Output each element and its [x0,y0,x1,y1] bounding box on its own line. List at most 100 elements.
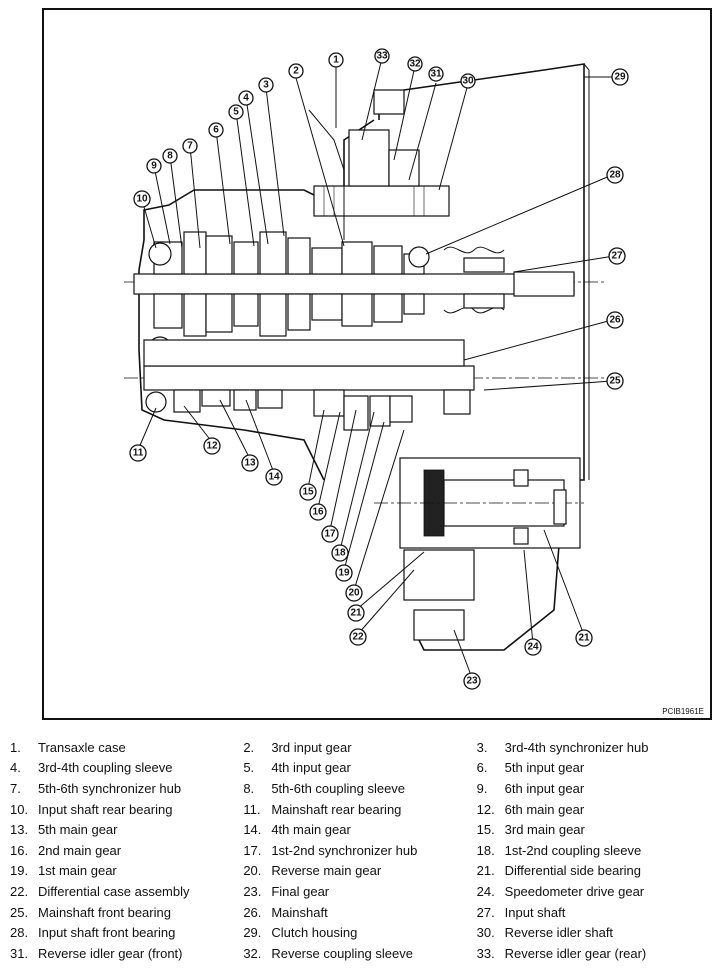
legend-item-label: Reverse idler shaft [504,925,614,941]
svg-text:16: 16 [312,507,324,518]
svg-text:7: 7 [187,141,193,152]
callout-16: 16 [309,503,327,521]
legend-item-number: 22. [10,883,29,899]
legend-item-number: 10. [10,801,29,817]
svg-text:17: 17 [324,529,336,540]
callout-25: 25 [606,372,624,390]
callout-15: 15 [299,483,317,501]
legend-item-number: 19. [10,863,29,879]
legend-item: 20. Reverse main gear [243,863,476,878]
legend-item-number: 18. [476,842,495,858]
svg-text:4: 4 [243,93,249,104]
legend-item: 22.Differential case assembly [10,884,243,899]
callout-8: 8 [162,148,178,164]
legend-item-label: Speedometer drive gear [504,883,645,899]
callout-9: 9 [146,158,162,174]
svg-text:32: 32 [409,59,421,70]
callout-19: 19 [335,564,353,582]
callout-21-left: 21 [347,604,365,622]
svg-text:29: 29 [614,72,626,83]
legend-item-number: 30. [476,925,495,941]
legend-item: 18.1st-2nd coupling sleeve [477,843,710,858]
legend-item: 21.Differential side bearing [477,863,710,878]
legend-item-label: 5th-6th coupling sleeve [271,780,406,796]
svg-text:20: 20 [348,588,360,599]
legend-item: 27.Input shaft [477,905,710,920]
svg-text:6: 6 [213,125,219,136]
callout-21-right: 21 [575,629,593,647]
legend-item-number: 24. [476,883,495,899]
callout-3: 3 [258,77,274,93]
legend-item: 31.Reverse idler gear (front) [10,946,243,961]
svg-text:8: 8 [167,151,173,162]
callout-28: 28 [606,166,624,184]
legend-item-number: 32. [243,945,262,961]
svg-text:23: 23 [466,676,478,687]
legend-item-number: 7. [10,780,21,796]
legend-item-label: 3rd-4th synchronizer hub [504,739,649,755]
legend-item-label: 4th input gear [271,760,351,776]
legend-item: 7.5th-6th synchronizer hub [10,781,243,796]
legend-item-number: 29. [243,925,262,941]
legend-item: 4. 3rd-4th coupling sleeve [10,760,243,775]
legend-item-number: 2. [243,739,255,755]
transaxle-cross-section-diagram: 1 2 3 4 5 6 7 8 9 10 11 12 13 14 15 16 1… [42,8,712,720]
legend-item: 1.Transaxle case [10,740,243,755]
legend-item-number: 27. [476,904,495,920]
legend-item-number: 20. [243,863,262,879]
svg-text:14: 14 [268,472,280,483]
legend-item-number: 16. [10,842,29,858]
legend-item: 28.Input shaft front bearing [10,925,243,940]
callout-14: 14 [265,468,283,486]
legend-item: 9.6th input gear [477,781,710,796]
svg-text:18: 18 [334,548,346,559]
legend-item-label: Clutch housing [271,925,358,941]
svg-text:30: 30 [462,76,474,87]
legend-item-number: 5. [243,760,255,776]
legend-item: 15.3rd main gear [477,822,710,837]
transaxle-drawing: 1 2 3 4 5 6 7 8 9 10 11 12 13 14 15 16 1… [124,48,629,690]
callout-31: 31 [428,66,444,82]
legend-item: 19. 1st main gear [10,863,243,878]
svg-text:21: 21 [350,608,362,619]
legend-item-label: Differential side bearing [504,863,641,879]
callout-32: 32 [407,56,423,72]
legend-item-label: 1st main gear [38,863,117,879]
callout-22: 22 [349,628,367,646]
legend-item-number: 8. [243,780,255,796]
legend-item: 3.3rd-4th synchronizer hub [477,740,710,755]
legend-item: 10.Input shaft rear bearing [10,802,243,817]
legend-item: 32.Reverse coupling sleeve [243,946,476,961]
legend-item-label: 3rd-4th coupling sleeve [38,760,173,776]
legend-item: 25.Mainshaft front bearing [10,905,243,920]
callout-29: 29 [611,68,629,86]
legend-item-number: 14. [243,822,262,838]
svg-text:5: 5 [233,107,239,118]
legend-item-number: 25. [10,904,29,920]
callout-23: 23 [463,672,481,690]
svg-text:13: 13 [244,458,256,469]
legend-item: 14.4th main gear [243,822,476,837]
legend-item-number: 4. [10,760,21,776]
legend-row: 31.Reverse idler gear (front)32.Reverse … [10,943,710,964]
legend-item-label: 1st-2nd synchronizer hub [271,842,418,858]
callout-33: 33 [374,48,390,64]
legend-item-number: 31. [10,945,29,961]
callout-30: 30 [460,73,476,89]
legend-item: 30. Reverse idler shaft [477,925,710,940]
callout-12: 12 [203,437,221,455]
legend-item-label: 6th input gear [504,780,585,796]
legend-item: 29. Clutch housing [243,925,476,940]
legend-item: 2.3rd input gear [243,740,476,755]
legend-item-label: 3rd main gear [504,822,585,838]
legend-row: 4. 3rd-4th coupling sleeve 5. 4th input gea… [10,758,710,779]
svg-text:24: 24 [527,642,539,653]
legend-item-label: Reverse main gear [271,863,382,879]
legend-item-label: Input shaft front bearing [38,925,176,941]
legend-item-number: 12. [476,801,495,817]
legend-item: 24. Speedometer drive gear [477,884,710,899]
